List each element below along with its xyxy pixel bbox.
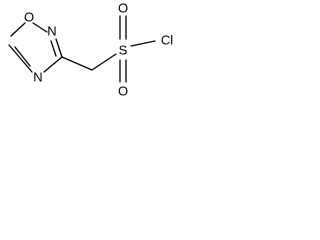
bond-n4-c5-inner [14, 46, 31, 67]
bond-o1-c5 [10, 22, 26, 37]
bond-c3-n4 [43, 56, 63, 73]
atom-label-chlorine: Cl [161, 33, 173, 48]
atom-label-ring-o: O [24, 10, 34, 25]
atom-label-oxygen-top: O [118, 1, 128, 16]
bond-ch2-s [91, 53, 117, 71]
atom-label-ring-n-top: N [47, 24, 56, 39]
atom-label-sulfur: S [119, 43, 128, 58]
bond-n2-c3-inner [50, 40, 57, 57]
chemical-structure: O N N S O O Cl [8, 1, 173, 99]
atom-label-oxygen-bottom: O [118, 84, 128, 99]
bond-o1-n2 [32, 22, 48, 33]
bond-c3-ch2 [61, 56, 93, 71]
bond-n2-c3-outer [55, 38, 63, 58]
bond-s-cl [130, 40, 156, 47]
bond-n4-c5-outer [8, 44, 33, 73]
atom-label-ring-n-bottom: N [33, 70, 42, 85]
